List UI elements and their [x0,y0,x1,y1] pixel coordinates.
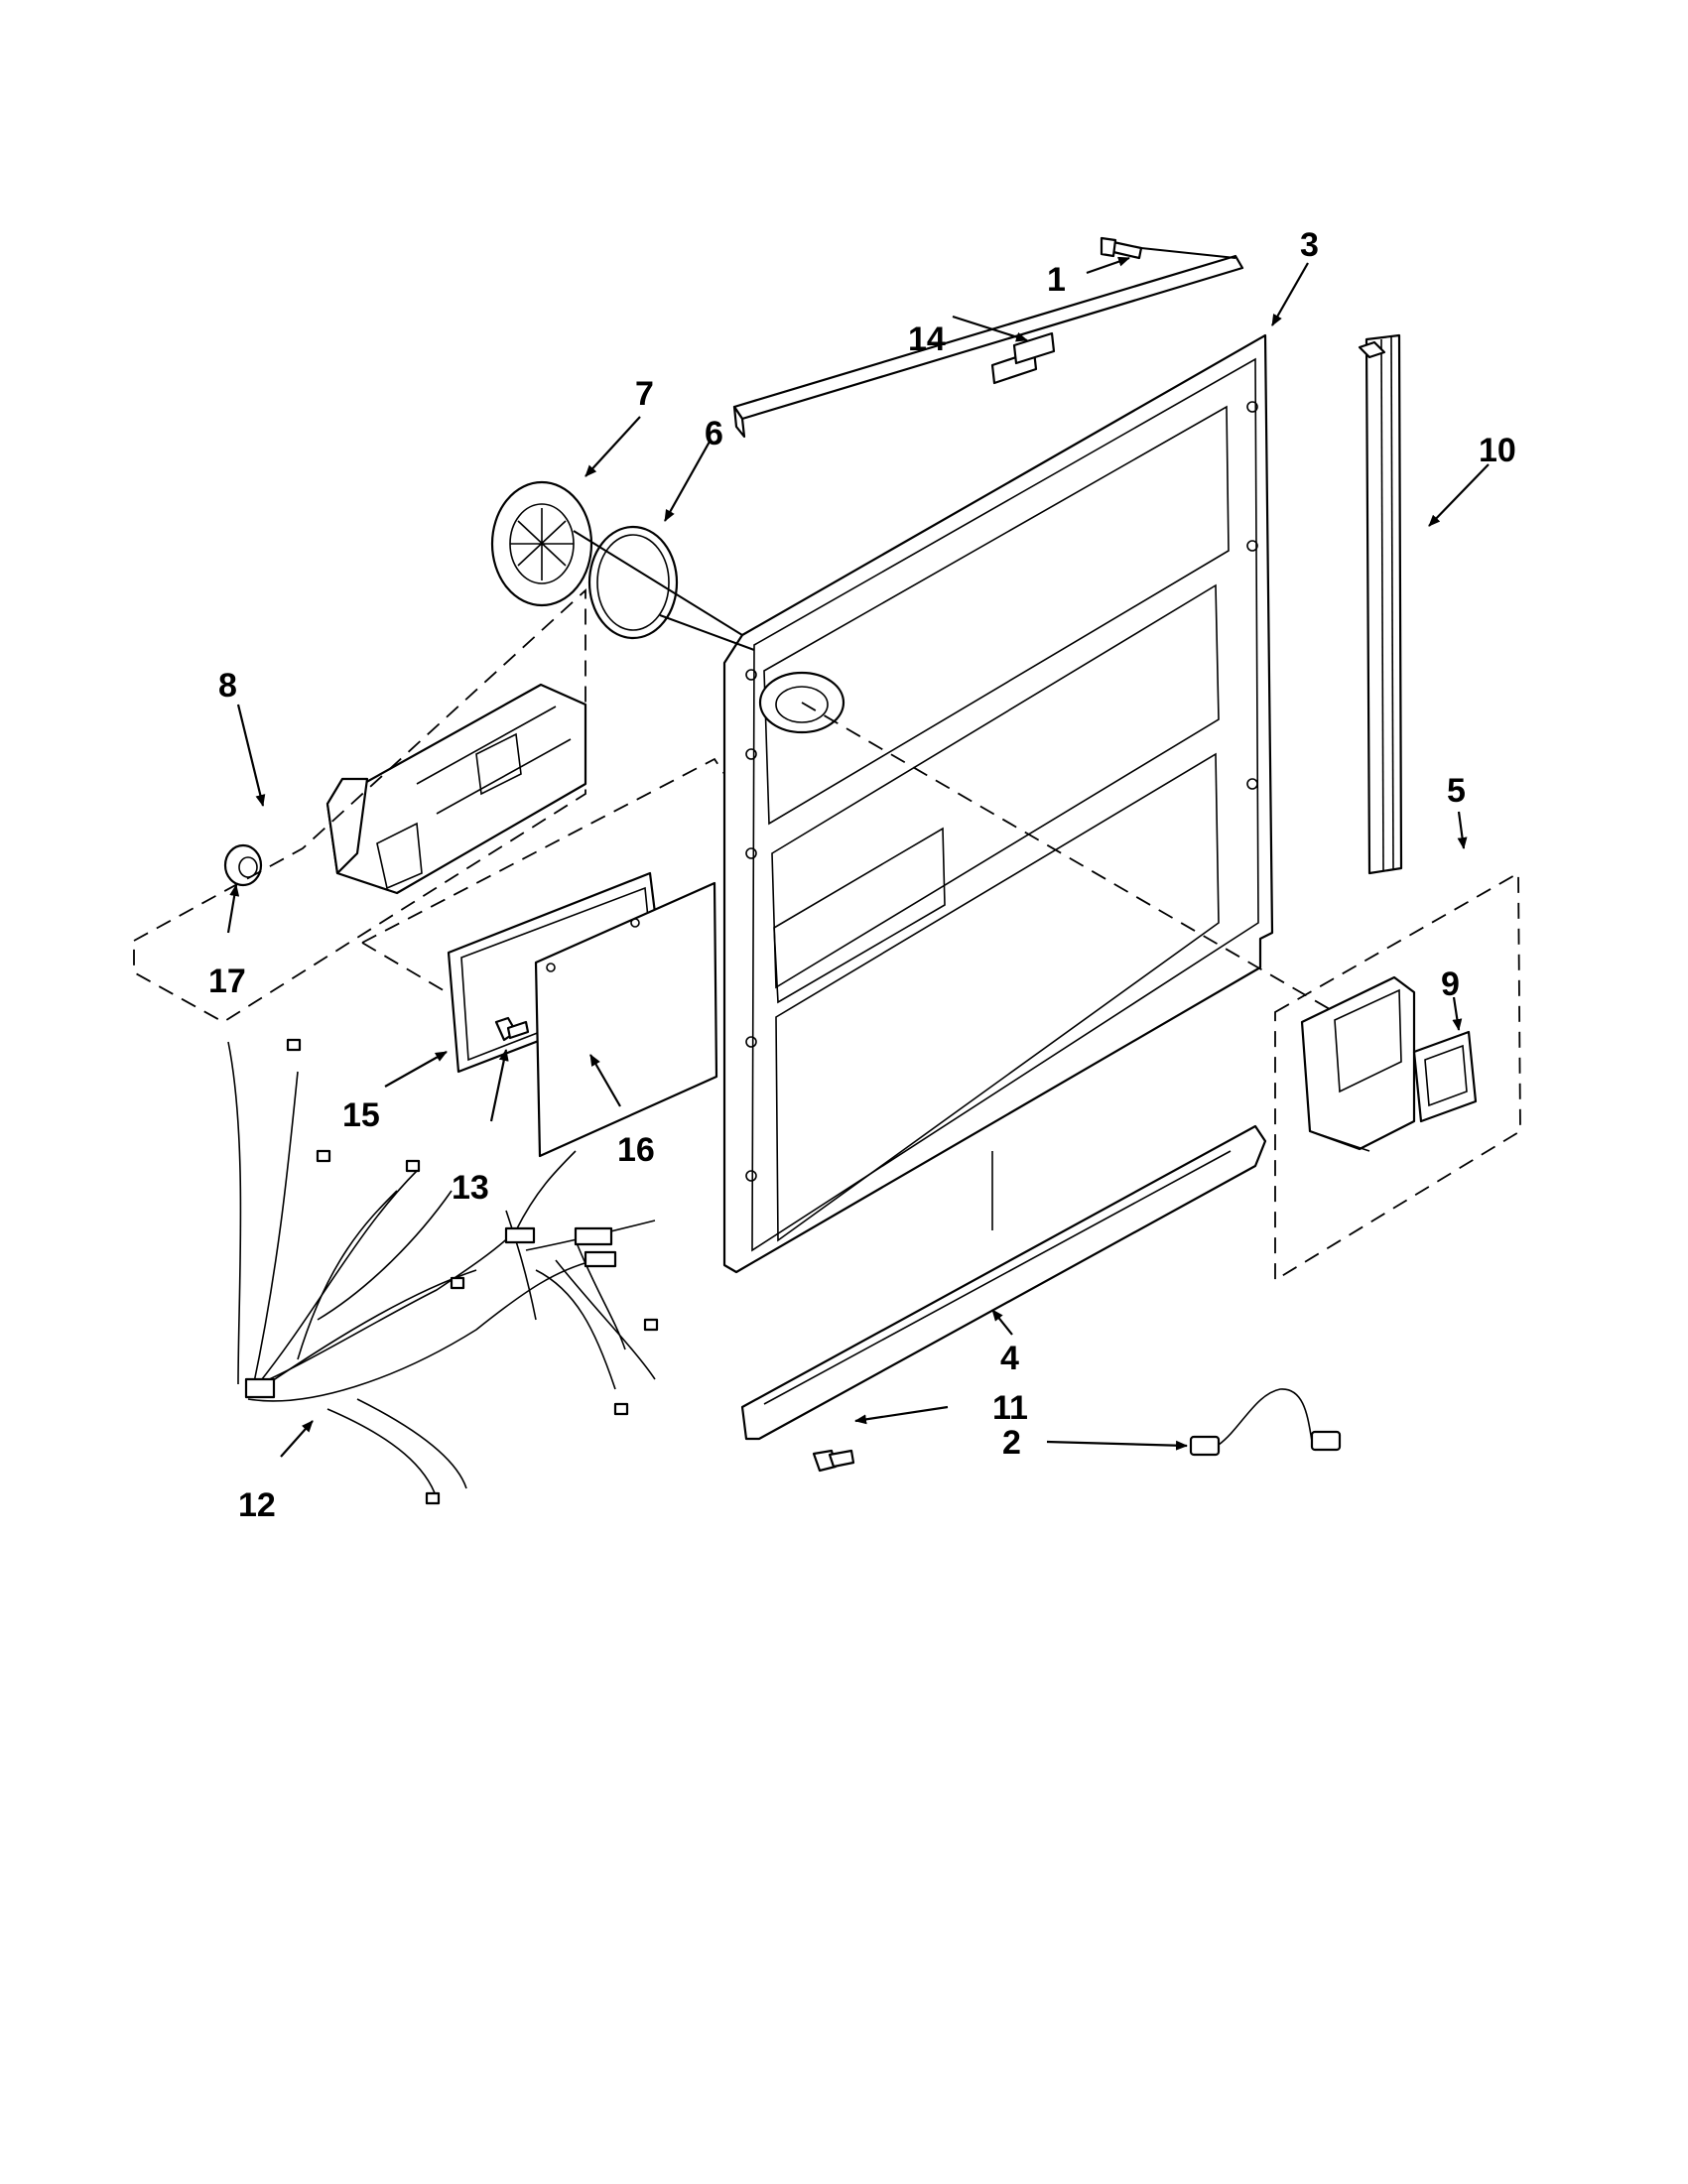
callout-10: 10 [1479,432,1516,469]
inner-door-panel [722,333,1274,1274]
wire-harness-part-12 [227,1038,659,1505]
dispenser-part-5 [1300,975,1416,1152]
callout-16: 16 [617,1131,655,1169]
vent-part-7 [490,480,593,607]
callout-2: 2 [1002,1424,1021,1462]
side-trim [1358,333,1403,875]
button-part-17 [223,843,263,887]
screw-part-1 [1100,236,1143,260]
callout-8: 8 [218,667,237,705]
cable-part-2 [1189,1388,1342,1457]
callout-6: 6 [705,415,723,452]
top-trim-strip [732,254,1244,439]
callout-5: 5 [1447,772,1466,810]
callout-17: 17 [208,963,246,1000]
dispenser-gasket-part-9 [1412,1030,1478,1123]
projection-lines [133,247,1521,1282]
bottom-trim-strip [740,1124,1267,1441]
callout-9: 9 [1441,965,1460,1003]
callout-14: 14 [908,321,946,358]
callout-3: 3 [1300,226,1319,264]
screw-part-11 [812,1449,855,1473]
callout-4: 4 [1000,1340,1019,1377]
callout-11: 11 [992,1389,1028,1427]
callout-1: 1 [1047,261,1066,299]
cover-plate-part-16 [534,881,718,1158]
callout-labels: 1 2 3 4 5 6 7 8 9 10 11 12 13 14 15 16 1… [208,226,1516,1524]
latch-assembly [325,683,587,895]
callout-7: 7 [635,375,654,413]
callout-13: 13 [452,1169,489,1207]
callout-12: 12 [238,1486,276,1524]
callout-arrows [226,256,1490,1458]
vent-gasket-part-6 [587,525,679,640]
callout-15: 15 [342,1096,380,1134]
screw-part-13 [494,1016,530,1042]
